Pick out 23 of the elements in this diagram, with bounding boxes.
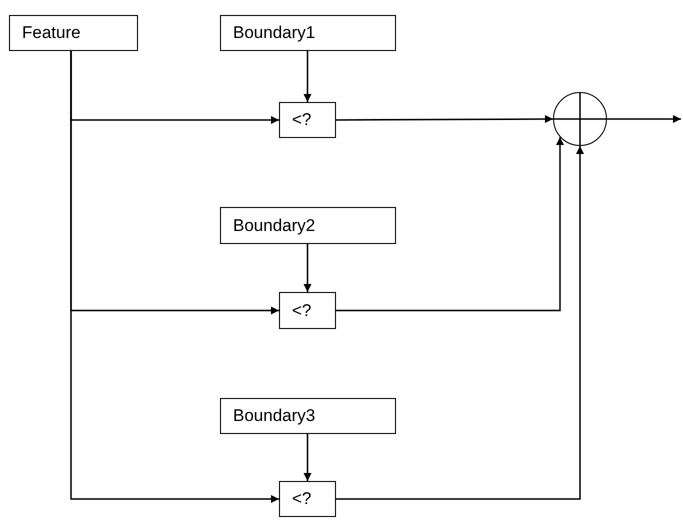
process-box [9, 15, 138, 51]
node-label: Boundary1 [232, 23, 316, 43]
node-label: <? [291, 489, 312, 509]
arrow [304, 51, 312, 102]
arrow [336, 115, 553, 124]
arrow [304, 244, 312, 292]
node-label: Feature [21, 23, 81, 43]
process-box [220, 398, 396, 434]
node-label: <? [291, 110, 312, 130]
node-label: Boundary2 [232, 216, 316, 236]
comparator-box [279, 292, 336, 329]
arrow [336, 137, 564, 312]
node-label: Boundary3 [232, 406, 316, 426]
process-box [220, 207, 396, 244]
arrow [336, 146, 584, 500]
comparator-box [279, 102, 336, 138]
arrow [304, 434, 312, 481]
arrow [70, 51, 279, 503]
comparator-box [279, 481, 336, 517]
process-box [220, 15, 396, 51]
node-label: <? [291, 300, 312, 320]
arrow [607, 115, 681, 123]
summing-junction [553, 92, 607, 146]
